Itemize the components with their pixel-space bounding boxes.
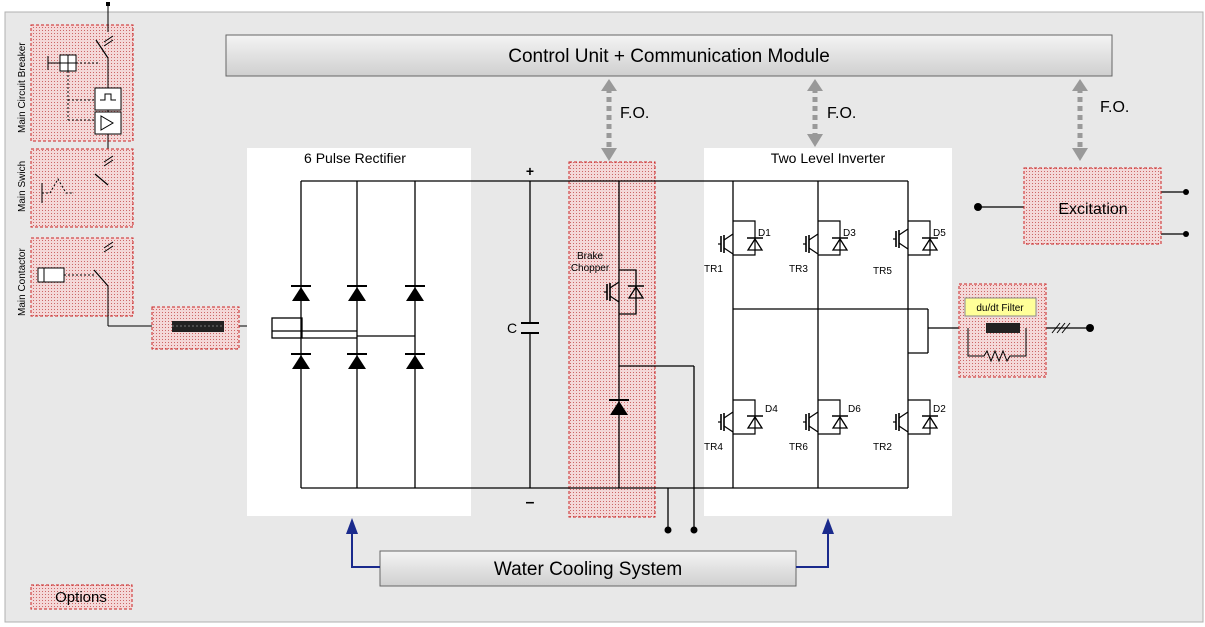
brake-chopper-box: Brake Chopper — [568, 161, 656, 518]
label-tr5: TR5 — [873, 266, 892, 277]
cooling-arrow-left — [346, 518, 358, 534]
fo-link-3: F.O. — [1072, 79, 1129, 161]
fo-link-2: F.O. — [807, 79, 856, 147]
excitation-output-terminal — [1183, 231, 1189, 237]
label-d1: D1 — [758, 228, 771, 239]
fo-label-3: F.O. — [1100, 99, 1129, 116]
inverter-panel: Two Level Inverter — [704, 148, 952, 516]
label-d2: D2 — [933, 404, 946, 415]
inverter-title: Two Level Inverter — [771, 150, 886, 166]
fo-label-1: F.O. — [620, 105, 649, 122]
brake-terminal — [664, 526, 672, 534]
dc-plus-label: + — [526, 163, 534, 179]
label-d4: D4 — [765, 404, 778, 415]
main-circuit-breaker-box: Main Circuit Breaker — [17, 2, 134, 150]
excitation-input-terminal — [974, 203, 982, 211]
dc-minus-label: – — [526, 494, 535, 511]
input-choke-box — [151, 306, 240, 350]
cooling-arrow-right — [822, 518, 834, 534]
motor-terminal — [1086, 324, 1094, 332]
label-tr2: TR2 — [873, 442, 892, 453]
fo-label-2: F.O. — [827, 105, 856, 122]
water-cooling-label: Water Cooling System — [494, 559, 682, 580]
dudt-filter-label: du/dt Filter — [976, 303, 1024, 314]
label-tr1: TR1 — [704, 264, 723, 275]
label-d3: D3 — [843, 228, 856, 239]
fo-link-1: F.O. — [601, 79, 649, 161]
label-tr4: TR4 — [704, 442, 723, 453]
brake-terminal — [690, 526, 698, 534]
cooling-arrows — [351, 532, 829, 568]
brake-chopper-line2: Chopper — [571, 263, 610, 274]
dudt-filter-box: du/dt Filter — [958, 283, 1047, 378]
brake-chopper-line1: Brake — [577, 251, 604, 262]
options-legend: Options — [30, 584, 133, 610]
water-cooling-box: Water Cooling System — [379, 550, 797, 587]
label-d6: D6 — [848, 404, 861, 415]
rectifier-panel: 6 Pulse Rectifier — [247, 148, 471, 516]
control-unit-box: Control Unit + Communication Module — [225, 34, 1113, 77]
label-tr3: TR3 — [789, 264, 808, 275]
rectifier-title: 6 Pulse Rectifier — [304, 150, 406, 166]
options-label: Options — [55, 589, 107, 606]
excitation-label: Excitation — [1058, 201, 1127, 218]
main-contactor-box: Main Contactor — [17, 237, 134, 317]
main-switch-label: Main Swich — [17, 161, 28, 212]
dc-bus — [271, 180, 1186, 530]
label-d5: D5 — [933, 228, 946, 239]
excitation-output-terminal — [1183, 189, 1189, 195]
capacitor-label: C — [507, 320, 517, 336]
main-circuit-breaker-label: Main Circuit Breaker — [17, 42, 28, 133]
main-switch-box: Main Swich — [17, 148, 134, 228]
main-contactor-label: Main Contactor — [17, 248, 28, 316]
control-unit-label: Control Unit + Communication Module — [508, 46, 830, 67]
label-tr6: TR6 — [789, 442, 808, 453]
excitation-box: Excitation — [1023, 167, 1162, 245]
